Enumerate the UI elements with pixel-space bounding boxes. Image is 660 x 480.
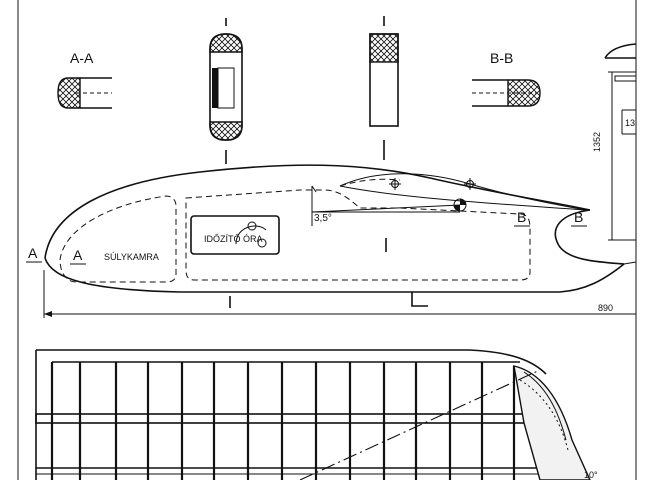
dim-890-label: 890	[598, 303, 613, 313]
section-bb-label: B-B	[490, 50, 513, 66]
section-bb	[472, 79, 541, 107]
timer-box	[190, 215, 280, 255]
label-a-inner: A	[73, 247, 83, 263]
front-view-1	[209, 18, 243, 164]
front-view-2	[369, 16, 399, 160]
weight-chamber-outline	[59, 195, 177, 283]
weight-chamber-label: SÚLYKAMRA	[104, 252, 159, 262]
dim-13-label: 13	[625, 118, 635, 128]
angle-marker	[311, 185, 461, 226]
angle-label: 3,5°	[314, 213, 332, 224]
timer-label: IDŐZÍTŐ ÓRA	[204, 234, 263, 244]
pivot-1	[389, 178, 401, 190]
pivot-2	[464, 178, 476, 190]
dim-890-line	[43, 270, 636, 318]
right-detail	[604, 43, 637, 241]
main-compartment-outline	[185, 189, 531, 281]
angle-10-label: 10°	[584, 470, 598, 480]
label-a-left: A	[28, 245, 38, 261]
fuselage-outline	[44, 164, 637, 293]
dim-1352-label: 1352	[592, 132, 602, 152]
wing-plan	[35, 349, 591, 480]
label-b-first: B	[517, 209, 526, 225]
label-b-second: B	[574, 209, 583, 225]
timer-hole-bottom	[257, 238, 267, 248]
section-aa-label: A-A	[70, 50, 94, 66]
timer-arc	[235, 225, 267, 245]
section-aa	[57, 77, 112, 109]
hook-mark	[411, 292, 428, 307]
